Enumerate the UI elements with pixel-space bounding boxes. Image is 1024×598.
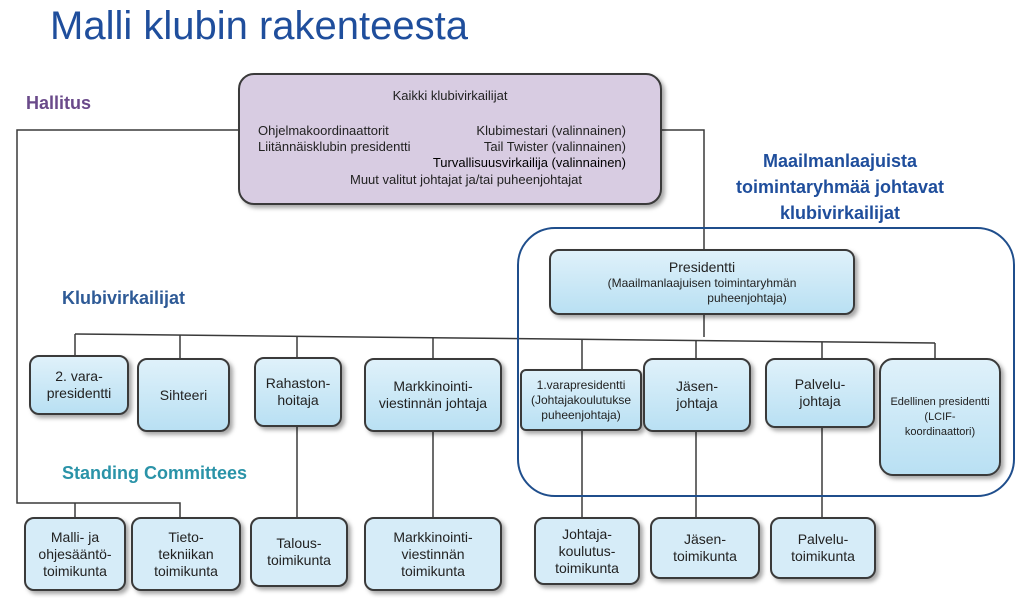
officer-box-sihteeri: Sihteeri	[137, 358, 230, 432]
president-title: Presidentti	[668, 258, 736, 275]
officer-label: Sihteeri	[159, 386, 208, 403]
hallitus-left-connector	[16, 129, 238, 517]
hallitus-item: Klubimestari (valinnainen)	[476, 123, 626, 138]
officer-box-palvelujohtaja: Palvelu- johtaja	[765, 358, 875, 428]
officer-box-edellinen-presidentti: Edellinen presidentti (LCIF- koordinaatt…	[879, 358, 1001, 476]
officer-label: (Johtajakoulutukse	[530, 392, 632, 407]
committee-label: Tieto-	[168, 528, 204, 545]
officer-box-markkinointi: Markkinointi- viestinnän johtaja	[364, 358, 502, 432]
committee-box-jasen: Jäsen- toimikunta	[650, 517, 760, 579]
global-action-team-frame	[517, 227, 1015, 497]
committee-label: toimikunta	[791, 548, 855, 564]
hallitus-item: Muut valitut johtajat ja/tai puheenjohta…	[350, 172, 582, 187]
committee-box-markkinointi: Markkinointi- viestinnän toimikunta	[364, 517, 502, 591]
hallitus-header: Kaikki klubivirkailijat	[392, 88, 508, 103]
committee-label: Johtaja-	[562, 525, 612, 542]
officer-label: hoitaja	[277, 392, 319, 408]
officer-label: (LCIF-	[924, 410, 956, 423]
officer-box-jasenjohtaja: Jäsen- johtaja	[643, 358, 751, 432]
committee-box-tieto: Tieto- tekniikan toimikunta	[131, 517, 241, 591]
officer-label: 1.varapresidentti	[536, 377, 626, 392]
officer-label: presidentti	[46, 385, 112, 401]
committee-label: toimikunta	[401, 562, 465, 579]
hallitus-item: Tail Twister (valinnainen)	[483, 139, 626, 154]
committee-label: Jäsen-	[683, 531, 727, 547]
officer-label: koordinaattori)	[904, 425, 976, 438]
section-standing-committees: Standing Committees	[62, 463, 248, 483]
committee-label: Markkinointi-	[393, 528, 473, 545]
president-box: Presidentti (Maailmanlaajuisen toimintar…	[549, 249, 855, 315]
hallitus-box: Kaikki klubivirkailijat Ohjelmakoordinaa…	[238, 73, 662, 205]
officer-label: viestinnän johtaja	[378, 395, 488, 411]
committee-label: ohjesääntö-	[38, 545, 112, 562]
committee-label: toimikunta	[673, 548, 737, 564]
hallitus-item: Turvallisuusvirkailija (valinnainen)	[432, 155, 626, 170]
officer-label: Jäsen-	[675, 378, 719, 394]
president-sub: (Maailmanlaajuisen toimintaryhmän	[607, 275, 797, 290]
hallitus-item: Liitännäisklubin presidentti	[258, 139, 411, 154]
committee-label: Talous-	[276, 535, 322, 551]
committee-label: toimikunta	[43, 562, 107, 579]
committee-label: tekniikan	[158, 545, 214, 562]
officer-box-1-varapresidentti: 1.varapresidentti (Johtajakoulutukse puh…	[520, 369, 642, 431]
officer-label: Rahaston-	[265, 375, 331, 391]
hallitus-right-connector	[658, 129, 705, 250]
committee-box-palvelu: Palvelu- toimikunta	[770, 517, 876, 579]
officer-label: 2. vara-	[55, 368, 103, 384]
committee-label: koulutus-	[558, 542, 616, 559]
committee-label: toimikunta	[154, 562, 218, 579]
officer-box-2-varapresidentti: 2. vara- presidentti	[29, 355, 129, 415]
president-sub: puheenjohtaja)	[707, 290, 787, 305]
section-klubivirkailijat: Klubivirkailijat	[62, 288, 186, 308]
section-maailmanlaajuinen: Maailmanlaajuista toimintaryhmää johtava…	[735, 151, 945, 223]
committee-label: toimikunta	[267, 552, 331, 568]
committee-box-malli: Malli- ja ohjesääntö- toimikunta	[24, 517, 126, 591]
committee-label: Palvelu-	[797, 531, 849, 547]
officer-label: johtaja	[676, 395, 718, 411]
hallitus-item: Ohjelmakoordinaattorit	[258, 123, 389, 138]
committee-label: toimikunta	[555, 559, 619, 576]
committee-label: viestinnän	[401, 545, 465, 562]
officer-box-rahastonhoitaja: Rahaston- hoitaja	[254, 357, 342, 427]
officer-bus	[74, 333, 936, 344]
officer-label: Palvelu-	[794, 376, 846, 392]
officer-label: Edellinen presidentti	[890, 395, 990, 408]
committee-box-talous: Talous- toimikunta	[250, 517, 348, 587]
page-title: Malli klubin rakenteesta	[50, 4, 468, 48]
officer-label: johtaja	[799, 393, 841, 409]
officer-label: Markkinointi-	[393, 378, 473, 394]
officer-label: puheenjohtaja)	[541, 407, 621, 422]
committee-label: Malli- ja	[50, 528, 100, 545]
committee-box-johtajakoulutus: Johtaja- koulutus- toimikunta	[534, 517, 640, 585]
section-hallitus: Hallitus	[26, 93, 92, 113]
